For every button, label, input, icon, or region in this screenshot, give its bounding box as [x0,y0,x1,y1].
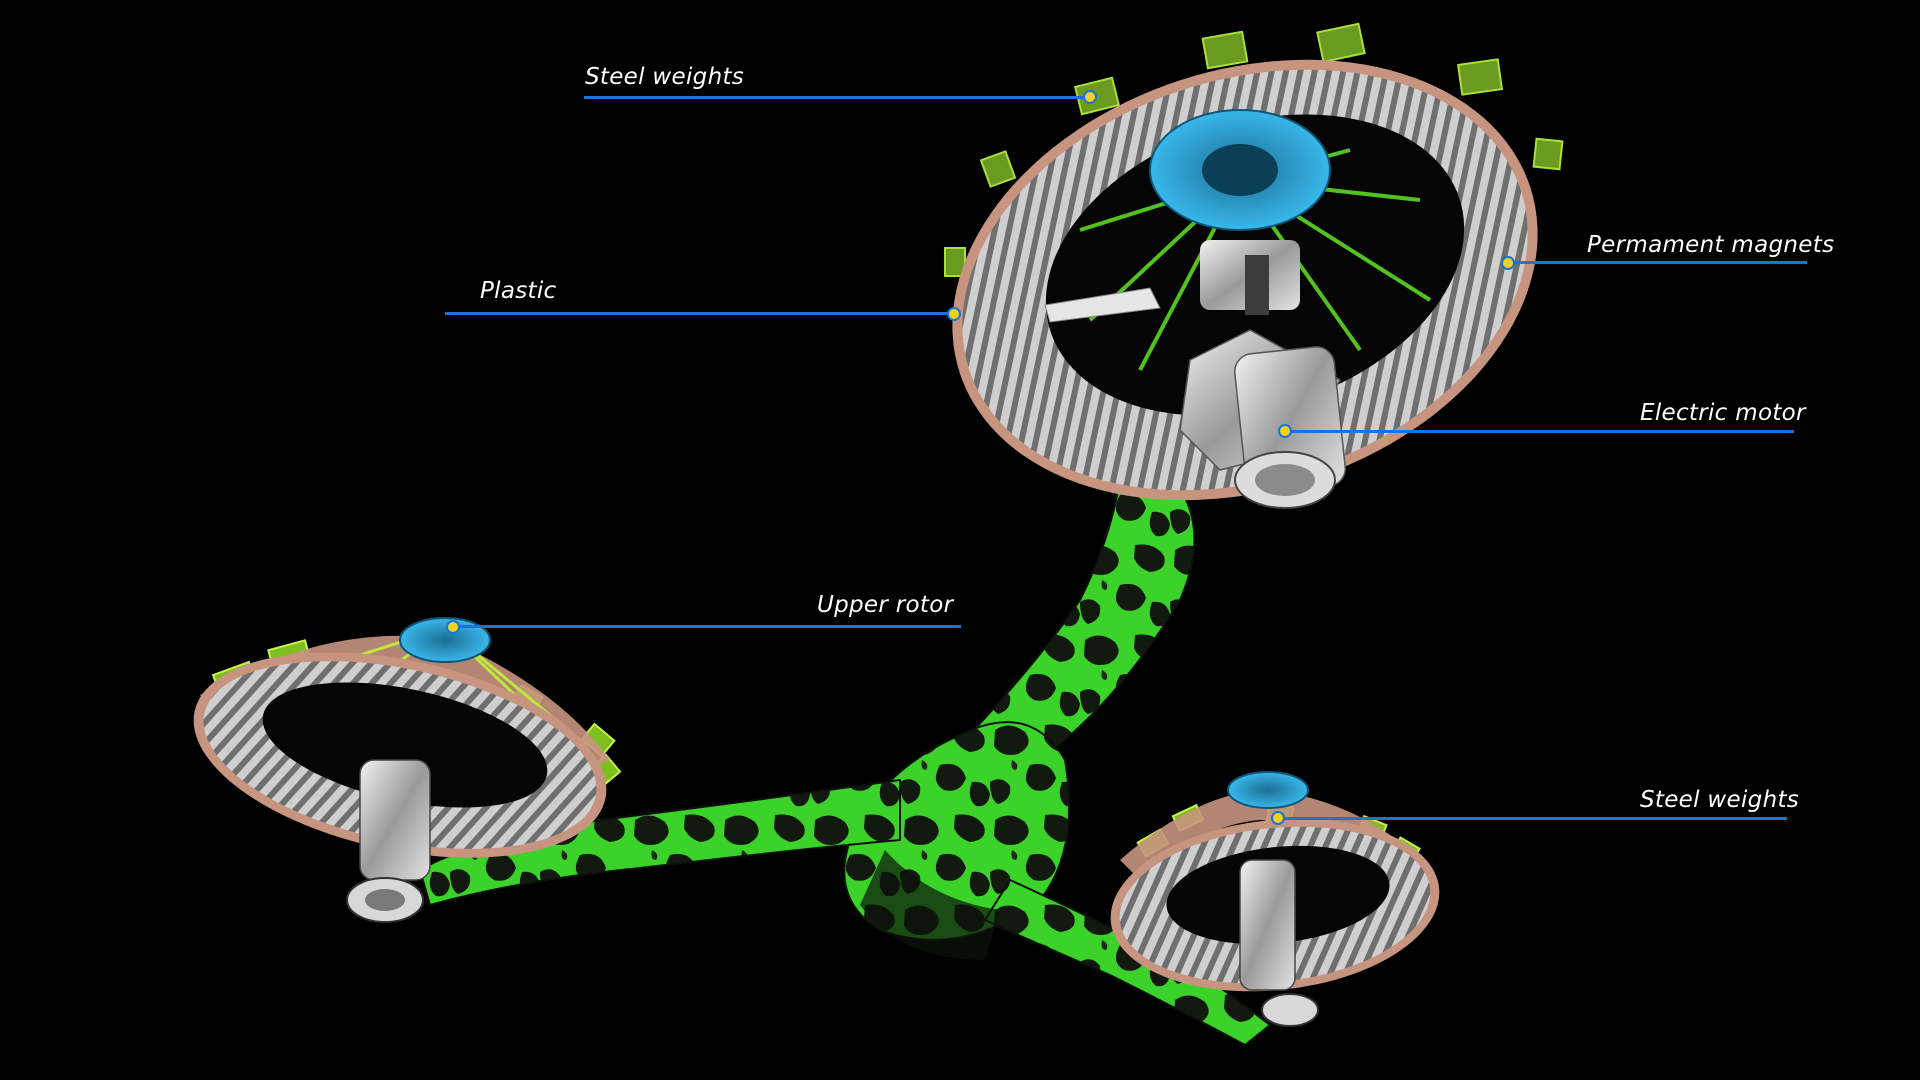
label-electric-motor: Electric motor [1640,400,1806,426]
electric-motor-housing [1179,240,1347,509]
leader-line-plastic [445,312,953,315]
label-steel-weights-bottom: Steel weights [1640,787,1800,813]
leader-line-upper-rotor [452,625,961,628]
anchor-dot-electric-motor [1278,424,1292,438]
left-rotor-bearing [399,617,491,663]
frame-body [418,468,1272,1047]
big-rotor [944,22,1564,509]
leader-line-steel-weights-top [584,96,1089,99]
big-rotor-steel-weights [944,22,1564,277]
leader-line-permanent-magnets [1507,261,1807,264]
right-rotor-bearing [1227,771,1309,809]
label-plastic: Plastic [480,278,557,304]
anchor-dot-upper-rotor [446,620,460,634]
right-rotor [1110,771,1440,1027]
leader-line-steel-weights-bottom [1277,817,1787,820]
anchor-dot-plastic [947,307,961,321]
anchor-dot-steel-weights-bottom [1271,811,1285,825]
left-rotor [193,617,622,923]
label-upper-rotor: Upper rotor [817,592,954,618]
anchor-dot-permanent-magnets [1501,256,1515,270]
label-steel-weights-top: Steel weights [585,64,745,90]
anchor-dot-steel-weights-top [1083,90,1097,104]
leader-line-electric-motor [1284,430,1794,433]
label-permanent-magnets: Permament magnets [1587,232,1835,258]
